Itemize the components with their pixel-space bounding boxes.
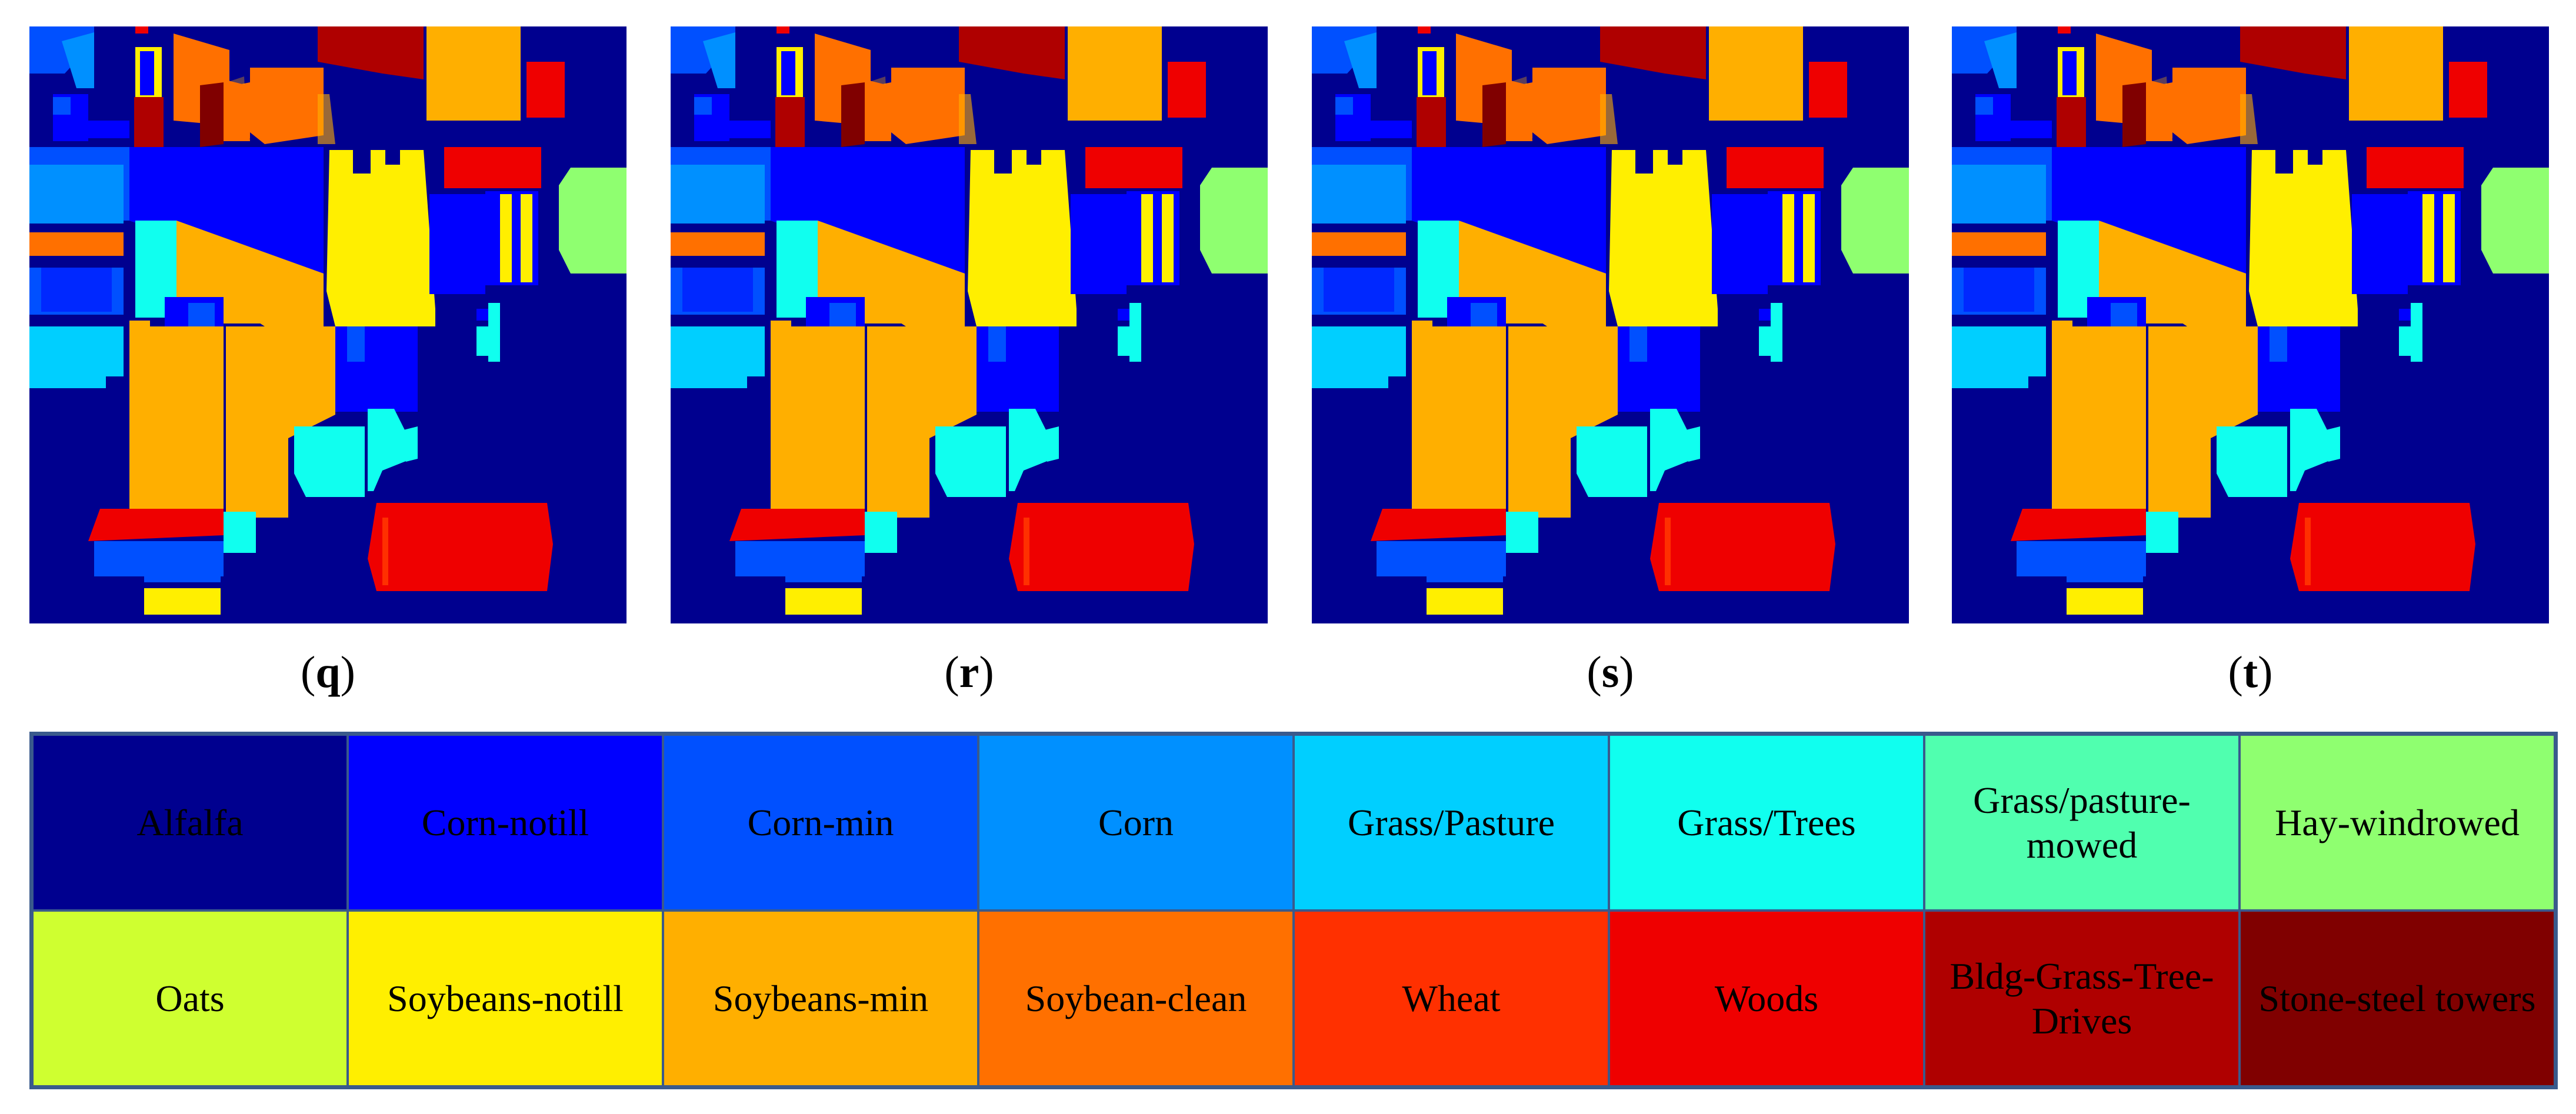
legend-cell: Grass/Pasture (1294, 735, 1609, 910)
legend-cell: Alfalfa (32, 735, 348, 910)
caption-s: (s) (1587, 648, 1634, 697)
legend-cell: Bldg-Grass-Tree-Drives (1924, 910, 2240, 1086)
legend-cell: Grass/Trees (1609, 735, 1924, 910)
classification-map-t (1952, 26, 2549, 623)
legend-cell: Soybean-clean (978, 910, 1294, 1086)
legend-cell: Oats (32, 910, 348, 1086)
legend-cell: Hay-windrowed (2240, 735, 2555, 910)
legend-cell: Stone-steel towers (2240, 910, 2555, 1086)
legend-cell: Soybeans-min (663, 910, 978, 1086)
legend-cell: Woods (1609, 910, 1924, 1086)
legend-cell: Corn-notill (348, 735, 663, 910)
classification-map-q (29, 26, 626, 623)
classification-map-r (671, 26, 1268, 623)
classification-map-s (1312, 26, 1909, 623)
legend-cell: Grass/pasture-mowed (1924, 735, 2240, 910)
caption-t: (t) (2228, 648, 2273, 697)
legend-cell: Wheat (1294, 910, 1609, 1086)
caption-r: (r) (944, 648, 994, 697)
legend-cell: Soybeans-notill (348, 910, 663, 1086)
legend-cell: Corn-min (663, 735, 978, 910)
legend-cell: Corn (978, 735, 1294, 910)
caption-q: (q) (301, 648, 355, 697)
